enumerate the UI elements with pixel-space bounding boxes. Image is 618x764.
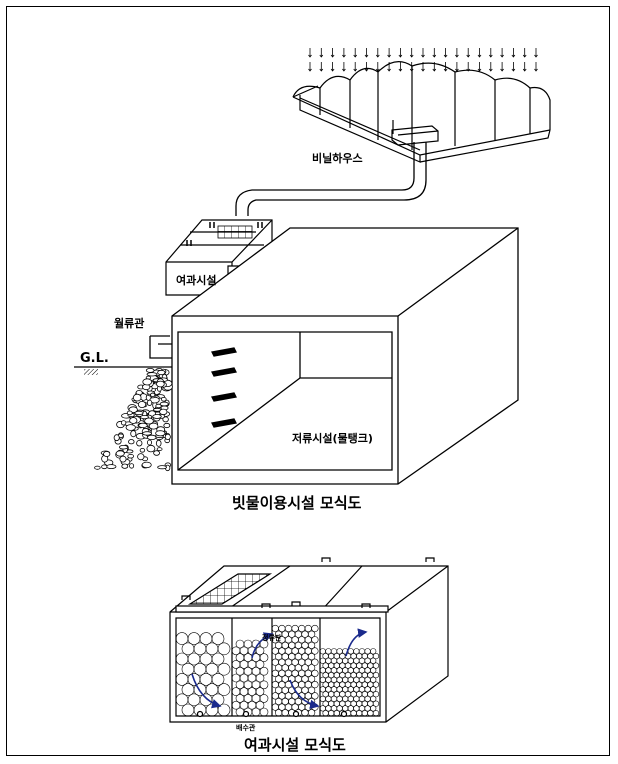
filter-media [175, 624, 380, 717]
label-drain: 배수관 [236, 723, 256, 732]
rain-arrows [308, 48, 538, 72]
greenhouse [292, 61, 551, 163]
gravel-fill [94, 367, 173, 472]
label-overflow: 월류관 [114, 316, 144, 330]
label-tank: 저류시설(물탱크) [292, 431, 373, 445]
downpipe [235, 142, 427, 216]
caption-bottom: 여과시설 모식도 [244, 736, 346, 754]
ground-line [74, 366, 172, 375]
caption-top: 빗물이용시설 모식도 [232, 494, 362, 512]
label-ground: G.L. [80, 351, 109, 366]
label-strainer: 정류판 [262, 633, 282, 642]
label-greenhouse: 비닐하우스 [312, 151, 363, 165]
storage-tank [149, 227, 519, 485]
diagram-frame [6, 6, 610, 756]
label-filter: 여과시설 [176, 273, 216, 287]
flow-arrows [191, 628, 368, 710]
drain-holes [196, 710, 348, 718]
